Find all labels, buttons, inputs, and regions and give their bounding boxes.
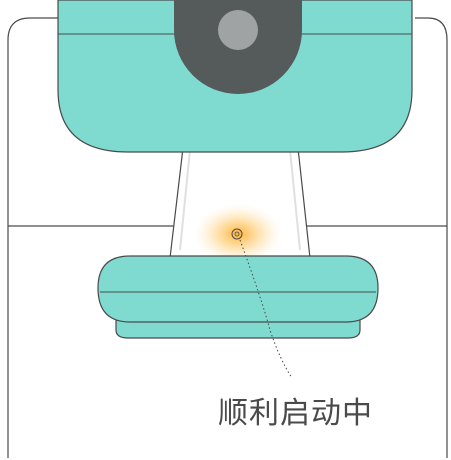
reset-button-icon bbox=[231, 228, 243, 240]
neck-shadow-right bbox=[289, 149, 301, 251]
lens-center-icon bbox=[218, 10, 258, 50]
frame-outline bbox=[7, 17, 448, 458]
status-label: 顺利启动中 bbox=[218, 396, 373, 431]
leader-line bbox=[239, 239, 293, 379]
device-base-bottom bbox=[115, 317, 361, 339]
neck-shadow-left bbox=[179, 149, 191, 251]
device-base bbox=[97, 255, 379, 323]
reset-button-center-icon bbox=[234, 231, 240, 237]
status-glow bbox=[194, 204, 282, 264]
